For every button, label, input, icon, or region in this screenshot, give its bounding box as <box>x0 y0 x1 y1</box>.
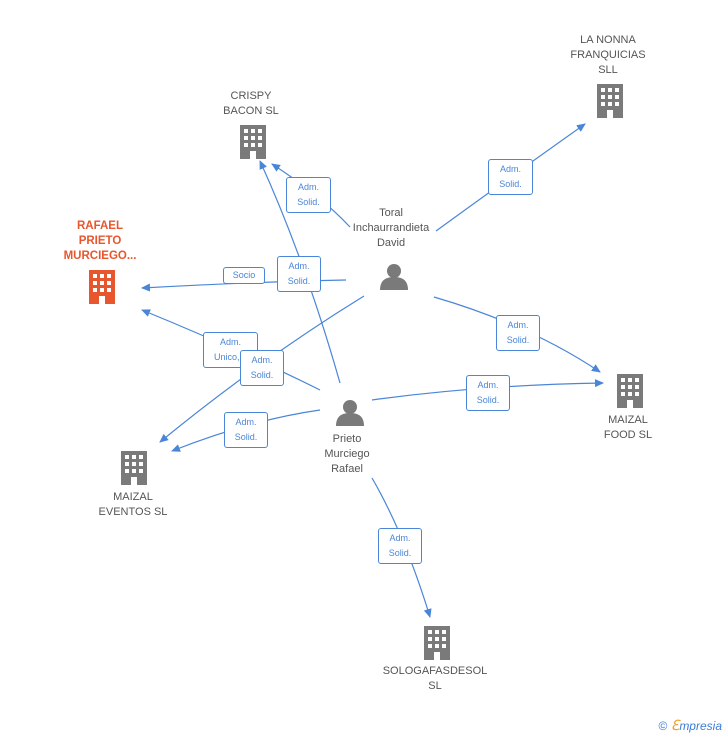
edge-label-toral-crispy: Adm. Solid. <box>286 177 331 213</box>
person-icon[interactable] <box>336 400 364 426</box>
person-icon[interactable] <box>380 264 408 290</box>
edge-label-toral-eventos: Adm. Solid. <box>240 350 284 386</box>
node-label-rafael-prieto-murciego[interactable]: RAFAEL PRIETO MURCIEGO... <box>63 220 137 262</box>
node-label-toral[interactable]: Toral Inchaurrandieta David <box>352 207 430 249</box>
node-label-la-nonna[interactable]: LA NONNA FRANQUICIAS SLL <box>570 34 646 76</box>
edge-label-prieto-food: Adm. Solid. <box>466 375 510 411</box>
edge-label-toral-lanonna: Adm. Solid. <box>488 159 533 195</box>
brand-initial: ℇ <box>670 718 680 734</box>
edge-label-prieto-eventos: Adm. Solid. <box>224 412 268 448</box>
building-icon[interactable] <box>89 270 115 304</box>
node-label-maizal-food[interactable]: MAIZAL FOOD SL <box>603 414 653 441</box>
edge-label-prieto-crispy: Adm. Solid. <box>277 256 321 292</box>
edge-label-toral-rafael: Socio <box>223 267 265 284</box>
brand-name: mpresia <box>679 719 722 733</box>
brand-logo: © ℇmpresia <box>659 718 722 734</box>
node-label-prieto[interactable]: Prieto Murciego Rafael <box>324 433 370 475</box>
edge-label-toral-food: Adm. Solid. <box>496 315 540 351</box>
building-icon[interactable] <box>597 84 623 118</box>
node-label-maizal-eventos[interactable]: MAIZAL EVENTOS SL <box>98 491 168 518</box>
node-label-crispy-bacon[interactable]: CRISPY BACON SL <box>223 90 279 117</box>
node-label-sologafasdesol[interactable]: SOLOGAFASDESOL SL <box>382 665 488 692</box>
building-icon[interactable] <box>617 374 643 408</box>
building-icon[interactable] <box>424 626 450 660</box>
building-icon[interactable] <box>240 125 266 159</box>
copyright-symbol: © <box>658 719 668 733</box>
building-icon[interactable] <box>121 451 147 485</box>
edge-label-prieto-sologafas: Adm. Solid. <box>378 528 422 564</box>
